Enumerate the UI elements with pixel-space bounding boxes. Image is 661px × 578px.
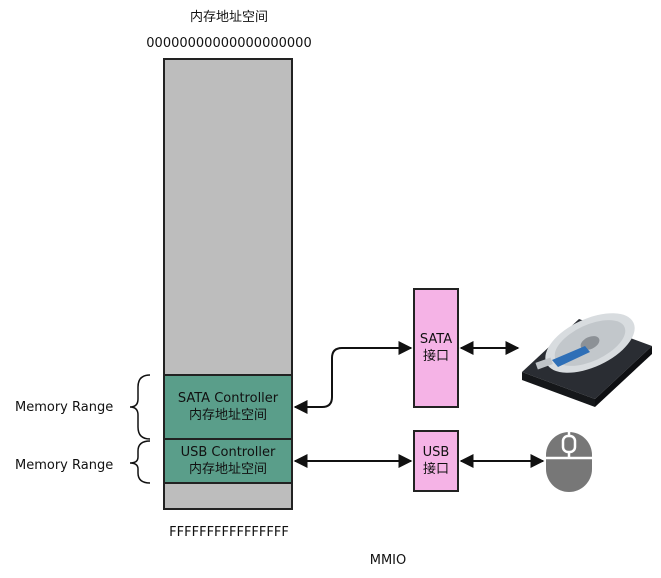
sata-controller-name: SATA Controller [177, 391, 279, 406]
hard-drive-icon [522, 313, 652, 407]
memory-space-title: 内存地址空间 [189, 10, 269, 25]
sata-memory-range-label: Memory Range [15, 400, 114, 415]
sata-controller-connector [293, 341, 413, 414]
sata-controller-desc: 内存地址空间 [188, 408, 267, 423]
diagram-caption: MMIO [369, 553, 407, 568]
sata-interface-line1: SATA [419, 332, 453, 347]
sata-interface-box: SATA 接口 [413, 288, 459, 408]
usb-memory-range-label: Memory Range [15, 458, 114, 473]
end-address: FFFFFFFFFFFFFFFF [169, 525, 289, 540]
usb-controller-desc: 内存地址空间 [188, 462, 267, 477]
sata-interface-line2: 接口 [422, 349, 449, 364]
sata-controller-region: SATA Controller 内存地址空间 [163, 374, 293, 440]
usb-controller-name: USB Controller [180, 445, 276, 460]
usb-controller-region: USB Controller 内存地址空间 [163, 438, 293, 484]
usb-interface-line2: 接口 [422, 462, 449, 477]
usb-interface-box: USB 接口 [413, 430, 459, 492]
mouse-icon [546, 432, 592, 492]
sata-range-brace [129, 374, 151, 440]
start-address: 00000000000000000000 [146, 36, 312, 51]
usb-interface-line1: USB [422, 445, 450, 460]
usb-range-brace [129, 440, 151, 484]
